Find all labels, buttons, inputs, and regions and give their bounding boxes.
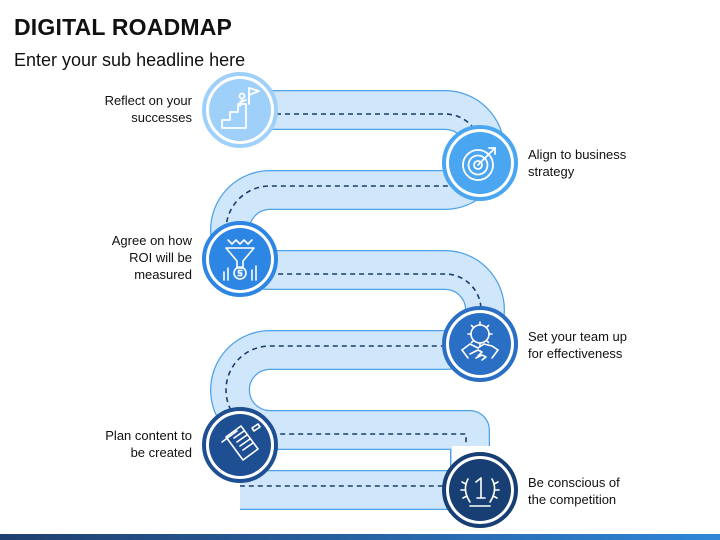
step-6-label: Be conscious of the competition (528, 475, 620, 507)
step-4-node (442, 306, 518, 382)
step-6-node (442, 452, 518, 528)
step-3-label: Agree on how ROI will be measured (111, 233, 192, 282)
target-arrow-icon (462, 147, 496, 181)
step-1-node (202, 72, 278, 148)
step-1-label: Reflect on your successes (104, 93, 192, 125)
document-pen-icon (221, 423, 261, 461)
funnel-dollar-icon (223, 239, 257, 281)
page-subtitle: Enter your sub headline here (14, 50, 246, 70)
page-title: DIGITAL ROADMAP (14, 14, 233, 40)
step-4-label: Set your team up for effectiveness (528, 329, 627, 361)
bottom-accent-bar (0, 534, 720, 540)
step-2-node (442, 125, 518, 201)
gear-handshake-icon (461, 321, 499, 361)
step-5-node (202, 407, 278, 483)
road-center-dashes (225, 113, 482, 487)
step-5-label: Plan content to be created (105, 428, 192, 460)
mountain-flag-icon (221, 87, 260, 129)
step-2-label: Align to business strategy (528, 147, 627, 179)
step-3-node (202, 221, 278, 297)
laurel-medal-icon (460, 477, 500, 507)
